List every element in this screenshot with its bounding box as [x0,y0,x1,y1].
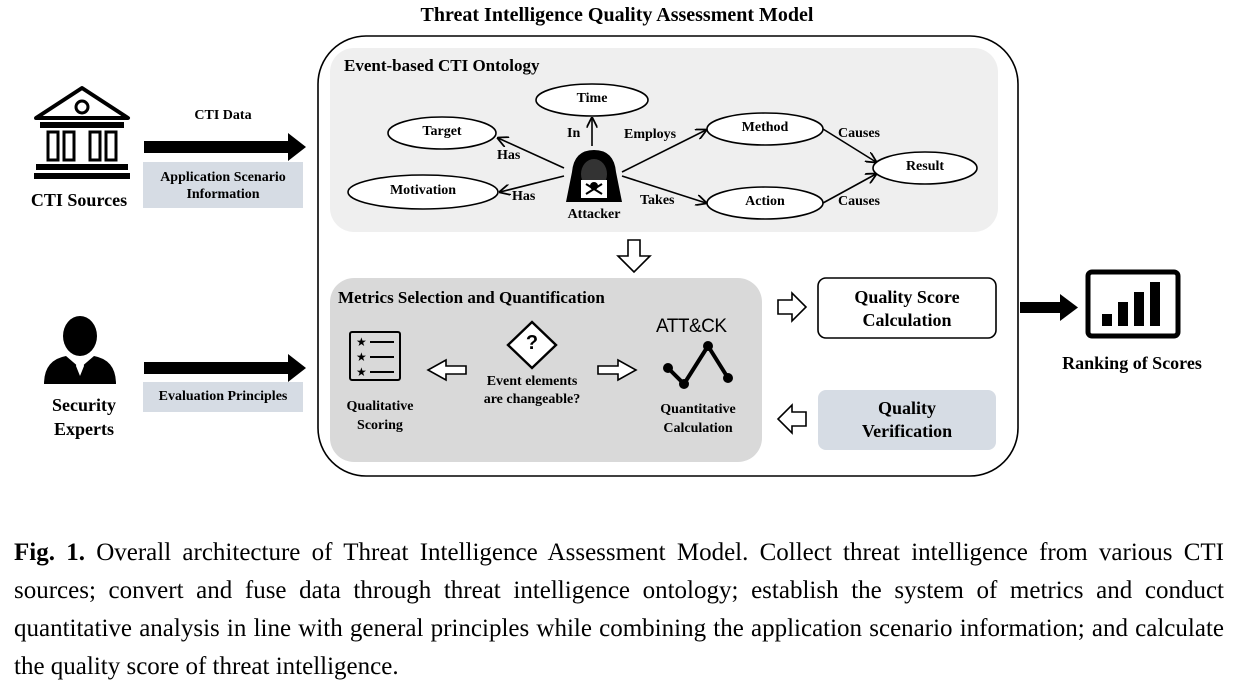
employs-arrow [621,130,706,173]
quantitative-line2: Calculation [663,421,733,436]
evaluation-principles-label: Evaluation Principles [158,389,288,404]
edge-has-motivation-label: Has [512,189,536,204]
action-node-label: Action [745,194,785,209]
quality-verification-label: Quality Verification [818,397,996,443]
security-experts-line1: Security [52,395,116,415]
edge-causes-method-label: Causes [838,126,881,141]
app-scenario-line2: Information [186,187,260,202]
method-node-label: Method [741,120,789,135]
edge-takes-label: Takes [640,193,675,208]
graph-icon [663,341,733,389]
security-experts-line2: Experts [54,419,114,439]
app-scenario-line1: Application Scenario [160,170,286,185]
edge-in-label: In [567,126,581,141]
quality-verification-line2: Verification [861,421,953,441]
edge-has-target-label: Has [497,148,521,163]
event-changeable-label: Event elements are changeable? [466,373,598,409]
time-node [535,83,649,117]
svg-text:★: ★ [356,350,367,364]
takes-arrow [621,175,706,203]
principles-arrow [144,354,306,382]
question-mark: ? [525,332,539,354]
ranking-label: Ranking of Scores [1062,353,1202,373]
quality-verification-box [818,390,996,450]
left-hollow-arrow-qualitative [426,358,467,382]
security-experts-label: Security Experts [36,393,132,441]
svg-text:★: ★ [356,335,367,349]
quantitative-line1: Quantitative [660,402,736,417]
architecture-diagram: ★ ★ ★ [34,35,1181,477]
metrics-panel [330,278,762,462]
event-line2: are changeable? [483,392,581,407]
figure-caption: Fig. 1. Overall architecture of Threat I… [14,534,1224,686]
time-node-label: Time [576,91,608,106]
bar-chart-icon [1085,269,1181,339]
causes-action-arrow [822,174,876,204]
quality-score-line1: Quality Score [854,287,960,307]
quality-score-box [817,277,997,339]
motivation-node-label: Motivation [389,183,457,198]
security-expert-icon [44,316,116,384]
qualitative-scoring-label: Qualitative Scoring [330,397,430,435]
quality-verification-line1: Quality [877,398,936,418]
quality-score-line2: Calculation [862,310,952,330]
bank-icon [34,86,130,179]
app-scenario-label: Application Scenario Information [143,169,303,203]
event-line1: Event elements [486,374,578,389]
edge-causes-action-label: Causes [838,194,881,209]
right-hollow-arrow-score [777,291,808,323]
ontology-title: Event-based CTI Ontology [344,56,540,75]
checklist-icon: ★ ★ ★ [349,331,401,381]
target-node-label: Target [422,124,462,139]
caption-text: Overall architecture of Threat Intellige… [14,539,1225,680]
diagram-title: Threat Intelligence Quality Assessment M… [420,4,814,26]
has-target-arrow [498,138,565,169]
quality-score-label: Quality Score Calculation [818,286,996,332]
ranking-arrow [1020,294,1078,321]
target-node [387,116,497,150]
attacker-icon [566,150,622,202]
left-hollow-arrow-verification [776,403,807,435]
attck-logo: ATT&CK [656,316,727,337]
right-hollow-arrow-quantitative [597,358,638,382]
result-node [872,151,978,185]
attacker-label: Attacker [567,207,621,222]
app-scenario-box [143,162,303,208]
qualitative-line1: Qualitative [346,399,414,414]
evaluation-principles-box [143,382,303,412]
down-hollow-arrow [616,239,652,274]
quantitative-calculation-label: Quantitative Calculation [636,400,760,438]
cti-sources-label: CTI Sources [30,190,128,210]
result-node-label: Result [905,159,945,174]
cti-data-arrow [144,133,306,161]
causes-method-arrow [822,128,876,162]
cti-data-label: CTI Data [194,108,252,123]
edge-employs-label: Employs [624,127,677,142]
qualitative-line2: Scoring [357,418,403,433]
ontology-panel [330,48,998,232]
metrics-title: Metrics Selection and Quantification [338,288,605,307]
has-motivation-arrow [500,175,565,192]
question-diamond-icon [506,320,558,370]
caption-lead: Fig. 1. [14,539,85,566]
svg-text:★: ★ [356,365,367,379]
